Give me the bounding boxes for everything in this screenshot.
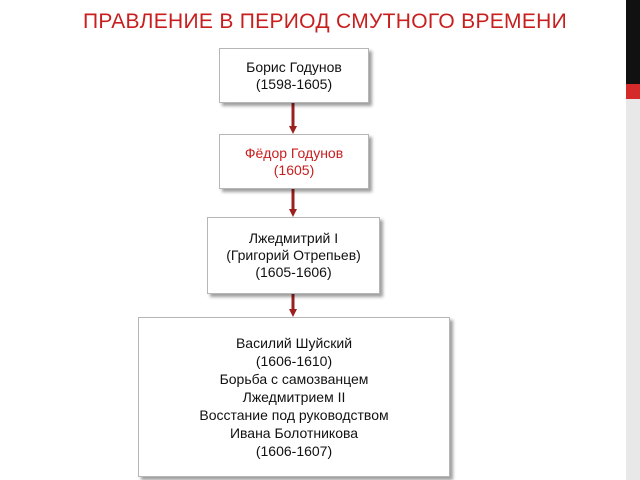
accent-bar-red (626, 84, 640, 99)
node-name: Борис Годунов (246, 58, 342, 75)
node-false-dmitry-i: Лжедмитрий I (Григорий Отрепьев) (1605-1… (207, 217, 380, 294)
node-detail: Лжедмитрием II (242, 389, 346, 405)
node-years: (1605-1606) (255, 264, 332, 280)
node-detail: Борьба с самозванцем (219, 371, 369, 387)
node-boris-godunov: Борис Годунов (1598-1605) (219, 48, 369, 103)
accent-bar-dark (626, 0, 640, 84)
node-years: (1606-1610) (255, 353, 333, 369)
node-name: Фёдор Годунов (244, 144, 344, 161)
node-vasily-shuisky: Василий Шуйский (1606-1610) Борьба с сам… (138, 317, 450, 477)
node-fedor-godunov: Фёдор Годунов (1605) (219, 134, 369, 189)
node-years: (1605) (273, 161, 315, 178)
node-alias: (Григорий Отрепьев) (226, 247, 361, 263)
node-name: Василий Шуйский (235, 335, 353, 351)
node-name: Лжедмитрий I (248, 230, 339, 246)
accent-bar (626, 0, 640, 480)
node-detail-years: (1606-1607) (255, 443, 333, 459)
node-detail: Ивана Болотникова (229, 425, 359, 441)
node-years: (1598-1605) (255, 75, 333, 92)
slide-title: ПРАВЛЕНИЕ В ПЕРИОД СМУТНОГО ВРЕМЕНИ (82, 10, 568, 33)
node-detail: Восстание под руководством (199, 407, 389, 423)
